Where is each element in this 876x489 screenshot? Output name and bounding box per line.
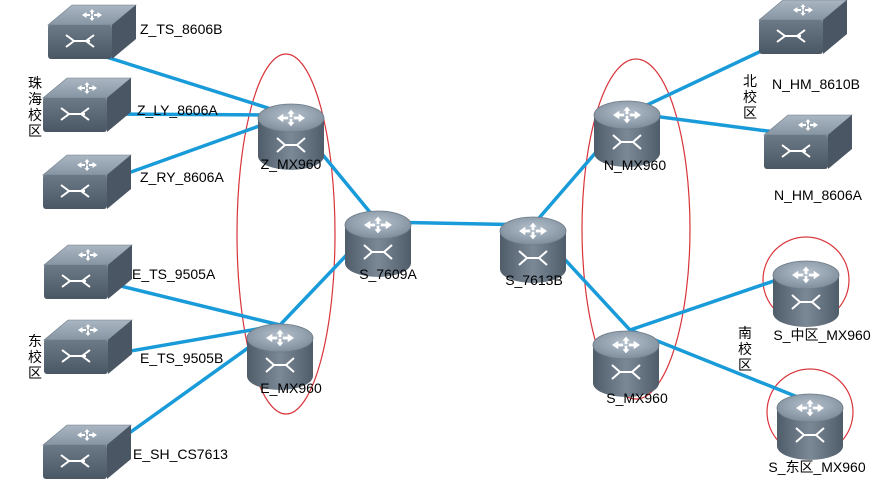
device-label-S_7609A: S_7609A (359, 266, 417, 282)
router-icon-E_MX960[interactable] (246, 323, 314, 390)
campus-label-zhuhai: 珠海校区 (28, 76, 42, 140)
switch-icon-E_SH_CS7613[interactable] (42, 424, 132, 479)
switch-icon-E_TS_9505A[interactable] (43, 244, 133, 299)
device-label-E_SH_CS7613: E_SH_CS7613 (133, 446, 228, 462)
device-label-Z_TS_8606B: Z_TS_8606B (140, 21, 223, 37)
devices-layer (42, 0, 853, 479)
device-label-E_TS_9505A: E_TS_9505A (132, 266, 216, 282)
switch-icon-Z_LY_8606A[interactable] (42, 77, 132, 132)
east-core-ellipse (581, 58, 691, 400)
router-icon-S_7609A[interactable] (344, 210, 412, 277)
device-label-Z_LY_8606A: Z_LY_8606A (137, 102, 218, 118)
device-label-N_HM_8606A: N_HM_8606A (774, 187, 863, 203)
labels-layer: Z_TS_8606B Z_LY_8606A Z_RY_8606A E_TS_9505A… (132, 21, 871, 475)
switch-icon-N_HM_8606A[interactable] (763, 114, 853, 169)
switch-icon-Z_RY_8606A[interactable] (42, 154, 132, 209)
device-label-E_TS_9505B: E_TS_9505B (140, 350, 223, 366)
device-label-S_dong_MX960: S_东区_MX960 (768, 459, 865, 475)
switch-icon-E_TS_9505B[interactable] (43, 319, 133, 374)
switch-icon-N_HM_8610B[interactable] (758, 0, 848, 54)
campus-label-dong: 东校区 (28, 334, 42, 382)
links-layer (90, 33, 812, 456)
link-E_TS_9505A-E_MX960 (98, 279, 282, 327)
device-label-S_zhong_MX960: S_中区_MX960 (773, 327, 870, 343)
west-core-ellipse (236, 53, 336, 415)
device-label-Z_RY_8606A: Z_RY_8606A (140, 169, 224, 185)
device-label-Z_MX960: Z_MX960 (261, 156, 322, 172)
device-label-S_MX960: S_MX960 (606, 390, 668, 406)
device-label-N_HM_8610B: N_HM_8610B (772, 76, 860, 92)
device-label-N_MX960: N_MX960 (604, 157, 666, 173)
campus-label-nan: 南校区 (738, 326, 752, 374)
router-icon-N_MX960[interactable] (593, 100, 661, 167)
link-S_MX960-S_dong_MX960 (628, 328, 812, 404)
router-icon-S_MX960[interactable] (592, 330, 660, 397)
link-Z_TS_8606B-Z_MX960 (98, 53, 292, 117)
router-icon-S_zhong_MX960[interactable] (772, 260, 840, 327)
campus-label-bei: 北校区 (743, 74, 757, 122)
device-label-S_7613B: S_7613B (505, 272, 563, 288)
device-label-E_MX960: E_MX960 (260, 380, 322, 396)
router-icon-Z_MX960[interactable] (257, 103, 325, 170)
switch-icon-Z_TS_8606B[interactable] (47, 4, 137, 59)
router-icon-S_7613B[interactable] (499, 216, 567, 283)
router-icon-S_dong_MX960[interactable] (776, 393, 844, 460)
